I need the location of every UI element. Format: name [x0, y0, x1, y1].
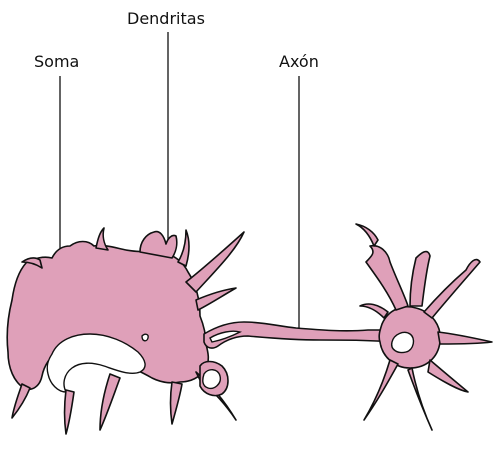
small-dendrite-bottom	[408, 368, 432, 430]
label-axon: Axón	[279, 52, 319, 71]
small-dendrite-top	[410, 252, 430, 306]
dendrite-top-1	[96, 228, 108, 250]
dendrite-top-3	[178, 230, 189, 266]
small-dendrite-left-branch	[356, 224, 378, 246]
small-dendrite-top-right	[424, 260, 480, 318]
label-soma: Soma	[34, 52, 79, 71]
label-dendrites: Dendritas	[127, 9, 205, 28]
small-dendrite-bottom-left	[364, 360, 398, 420]
axon-swelling-hole	[203, 370, 221, 389]
soma-spot	[142, 334, 148, 341]
small-dendrite-bottom-right	[428, 360, 468, 392]
dendrite-bottom-1	[65, 390, 75, 434]
small-dendrite-right	[438, 332, 492, 344]
small-dendrite-left-lower	[360, 304, 388, 318]
dendrite-bottom-3	[171, 382, 183, 424]
dendrite-right-upper	[186, 232, 244, 292]
dendrite-bottom-left	[12, 384, 30, 418]
small-dendrite-top-left	[366, 246, 408, 310]
dendrite-right-mid	[196, 288, 236, 310]
dendrite-bottom-2	[100, 374, 120, 430]
